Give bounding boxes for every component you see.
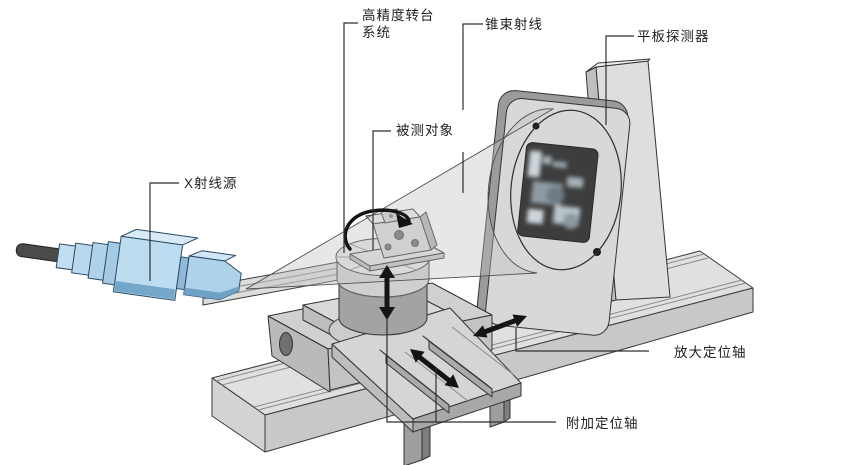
leader-additional-axis [386,318,556,423]
label-turntable-line2: 系统 [362,25,391,40]
label-cone-beam: 锥束射线 [485,17,543,32]
magnification-axis-double-arrow [473,314,527,338]
cone-beam [245,108,555,290]
carriage-hole [279,332,293,356]
beam-footprint-circle [510,109,622,271]
cross-axis-double-arrow [410,349,459,388]
label-magnification-axis: 放大定位轴 [674,345,747,360]
guide-bar-left [379,349,450,414]
leader-xray-source [149,182,179,281]
vertical-double-arrow [379,265,395,320]
label-specimen: 被测对象 [396,123,454,138]
label-detector: 平板探测器 [637,29,710,44]
source-cable [15,243,63,262]
label-additional-axis: 附加定位轴 [566,416,639,431]
guide-bar-right [422,335,493,398]
xray-image [526,150,584,230]
leader-specimen [372,130,391,250]
label-turntable-line1: 高精度转台 [362,7,435,23]
detector-screen [517,142,599,243]
leader-turntable [343,22,358,253]
rotation-arrow [343,208,413,251]
xray-source [15,228,242,301]
leader-detector [605,35,634,125]
label-xray-source: X射线源 [184,176,238,191]
leader-cone-beam [462,23,483,110]
flat-panel-detector [476,90,631,336]
leader-magnification-axis [515,328,649,352]
